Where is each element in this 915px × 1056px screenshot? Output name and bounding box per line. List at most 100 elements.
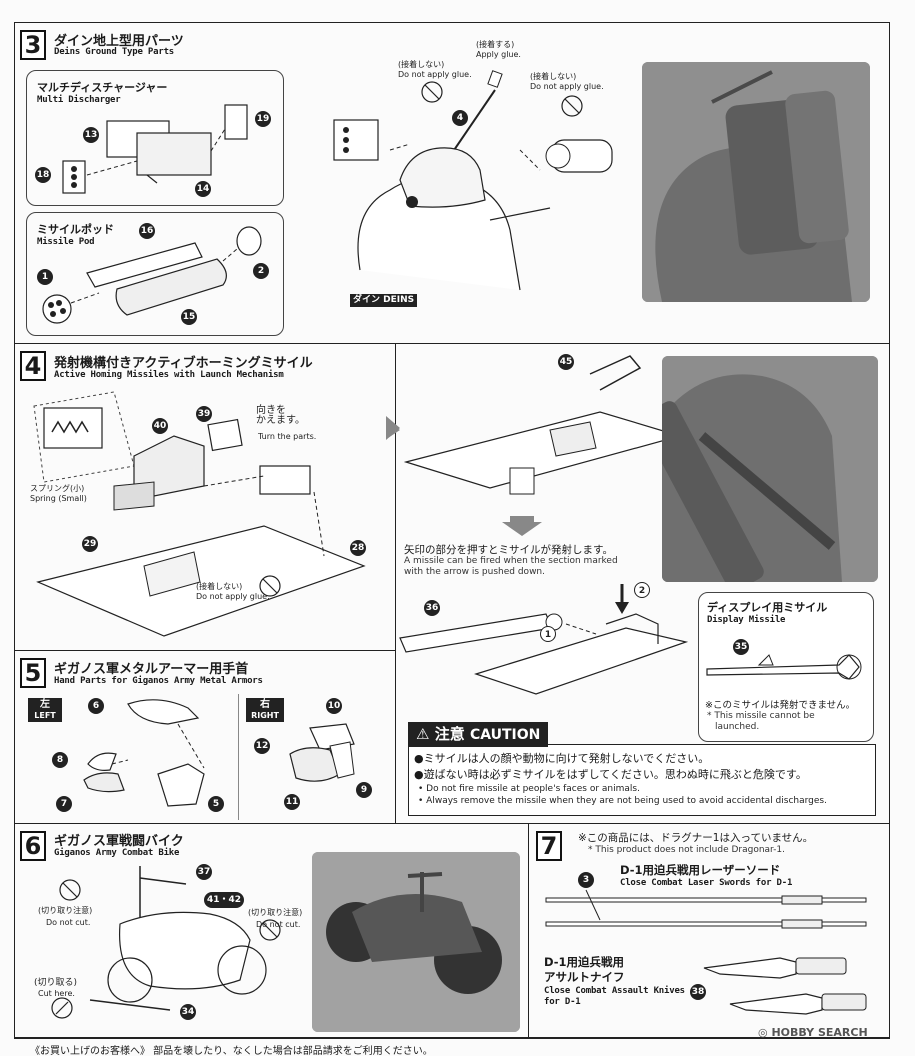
spring-en: Spring (Small) <box>30 494 87 503</box>
left-tag-en: LEFT <box>34 711 56 720</box>
part-13: 13 <box>83 127 99 143</box>
cut-here-en: Cut here. <box>38 989 75 998</box>
part-36: 36 <box>424 600 440 616</box>
step4-title-en: Active Homing Missiles with Launch Mecha… <box>54 370 284 380</box>
step3-no-glue-en-2: Do not apply glue. <box>530 82 604 91</box>
step3-title-jp: ダイン地上型用パーツ <box>54 34 184 49</box>
display-missile-drawing <box>706 654 862 680</box>
warning-triangle-icon: ⚠ <box>416 725 430 743</box>
part-41-42: 41・42 <box>204 892 244 908</box>
step-marker-2: 2 <box>634 582 650 598</box>
step3-apply-glue-en: Apply glue. <box>476 50 521 59</box>
fire-note-jp: 矢印の部分を押すとミサイルが発射します。 <box>404 544 613 556</box>
step-number-6: 6 <box>20 831 46 861</box>
step6-title-jp: ギガノス軍戦闘バイク <box>54 834 184 849</box>
step3-no-glue-jp-1: (接着しない) <box>398 60 445 69</box>
part-9: 9 <box>356 782 372 798</box>
step3-title-en: Deins Ground Type Parts <box>54 47 175 57</box>
part-4: 4 <box>452 110 468 126</box>
part-8: 8 <box>52 752 68 768</box>
part-5: 5 <box>208 796 224 812</box>
step3-apply-glue-jp: (接着する) <box>476 40 515 49</box>
cut-here-jp: (切り取る) <box>34 978 78 988</box>
step-number-7: 7 <box>536 831 562 861</box>
turn-parts-en: Turn the parts. <box>258 432 317 441</box>
right-tag-jp: 右 <box>260 699 270 710</box>
caution-title-jp: 注意 <box>434 725 465 743</box>
spring-jp: スプリング(小) <box>30 484 85 493</box>
caution-en-2: • Always remove the missile when they ar… <box>418 796 827 806</box>
step4-assembly-drawing <box>33 391 366 637</box>
display-note-en-1: * This missile cannot be <box>707 711 815 721</box>
right-arrow-icon <box>386 416 400 440</box>
part-37: 37 <box>196 864 212 880</box>
caution-title-en: CAUTION <box>469 727 541 743</box>
step4-photo <box>662 356 878 582</box>
left-hand-drawing <box>83 699 205 807</box>
part-16: 16 <box>139 223 155 239</box>
step3-photo-render <box>642 62 870 302</box>
launcher-drawing-top <box>388 355 683 495</box>
missile-pod-title-jp: ミサイルポッド <box>37 223 114 236</box>
sword-title-en: Close Combat Laser Swords for D-1 <box>620 878 793 888</box>
step7-note-en: * This product does not include Dragonar… <box>588 845 786 855</box>
page-frame <box>14 22 890 1038</box>
multi-discharger-box: マルチディスチャージャー Multi Discharger 13 19 18 1… <box>26 70 284 206</box>
step3-assembly-drawing <box>333 70 613 291</box>
knife-title-en-1: Close Combat Assault Knives <box>544 986 685 996</box>
part-39: 39 <box>196 406 212 422</box>
part-38: 38 <box>690 984 706 1000</box>
right-tag-en: RIGHT <box>251 711 279 720</box>
display-missile-title-en: Display Missile <box>707 615 786 625</box>
sword-title-jp: D-1用迫兵戦用レーザーソード <box>620 863 781 877</box>
left-tag-jp: 左 <box>40 699 50 710</box>
display-note-jp: ※このミサイルは発射できません。 <box>705 700 856 711</box>
deins-label: ダイン DEINS <box>350 294 418 307</box>
caution-en-1: • Do not fire missile at people's faces … <box>418 784 640 794</box>
hobby-search-logo-icon: ◎ <box>758 1026 768 1039</box>
part-10: 10 <box>326 698 342 714</box>
step3-no-glue-en-1: Do not apply glue. <box>398 70 472 79</box>
fire-note-en-1: A missile can be fired when the section … <box>404 556 618 566</box>
caution-line-1: ●ミサイルは人の顔や動物に向けて発射しないでください。 <box>414 752 710 765</box>
part-7: 7 <box>56 796 72 812</box>
part-11: 11 <box>284 794 300 810</box>
step3-no-glue-jp-2: (接着しない) <box>530 72 577 81</box>
knife-title-jp-1: D-1用迫兵戦用 <box>544 955 625 969</box>
step7-note-jp: ※この商品には、ドラグナー1は入っていません。 <box>578 832 814 844</box>
step3-photo <box>642 62 870 302</box>
part-6: 6 <box>88 698 104 714</box>
step4-photo-render <box>662 356 878 582</box>
right-hand-drawing <box>289 723 355 782</box>
no-cut-en-1: Do not cut. <box>46 918 91 927</box>
display-missile-box: ディスプレイ用ミサイル Display Missile 35 ※このミサイルは発… <box>698 592 874 742</box>
step5-title-jp: ギガノス軍メタルアーマー用手首 <box>54 662 249 677</box>
part-34: 34 <box>180 1004 196 1020</box>
part-2: 2 <box>253 263 269 279</box>
divider-step5-step6 <box>14 823 890 824</box>
bike-drawing <box>51 866 281 1019</box>
missile-pod-box: ミサイルポッド Missile Pod 16 1 2 15 <box>26 212 284 336</box>
divider-step4-step5 <box>14 650 395 651</box>
step6-title-en: Giganos Army Combat Bike <box>54 848 180 858</box>
step5-title-en: Hand Parts for Giganos Army Metal Armors <box>54 676 263 686</box>
display-note-en-2: launched. <box>715 722 760 732</box>
no-cut-jp-1: (切り取り注意) <box>38 906 93 915</box>
down-arrow-icon <box>502 516 542 536</box>
watermark-text: HOBBY SEARCH <box>771 1026 868 1039</box>
caution-box <box>408 744 876 816</box>
part-19: 19 <box>255 111 271 127</box>
launcher-drawing-bottom <box>399 584 689 695</box>
step-number-4: 4 <box>20 351 46 381</box>
part-40: 40 <box>152 418 168 434</box>
divider-step3-step4 <box>14 343 890 344</box>
display-missile-title-jp: ディスプレイ用ミサイル <box>707 601 828 614</box>
step-marker-1: 1 <box>540 626 556 642</box>
divider-footer <box>14 1038 890 1039</box>
step-number-5: 5 <box>20 658 46 688</box>
right-tag: 右 RIGHT <box>246 698 284 722</box>
step4-no-glue-en: Do not apply glue. <box>196 592 270 601</box>
part-12: 12 <box>254 738 270 754</box>
missile-pod-title-en: Missile Pod <box>37 237 95 247</box>
no-cut-en-2: Do not cut. <box>256 920 301 929</box>
